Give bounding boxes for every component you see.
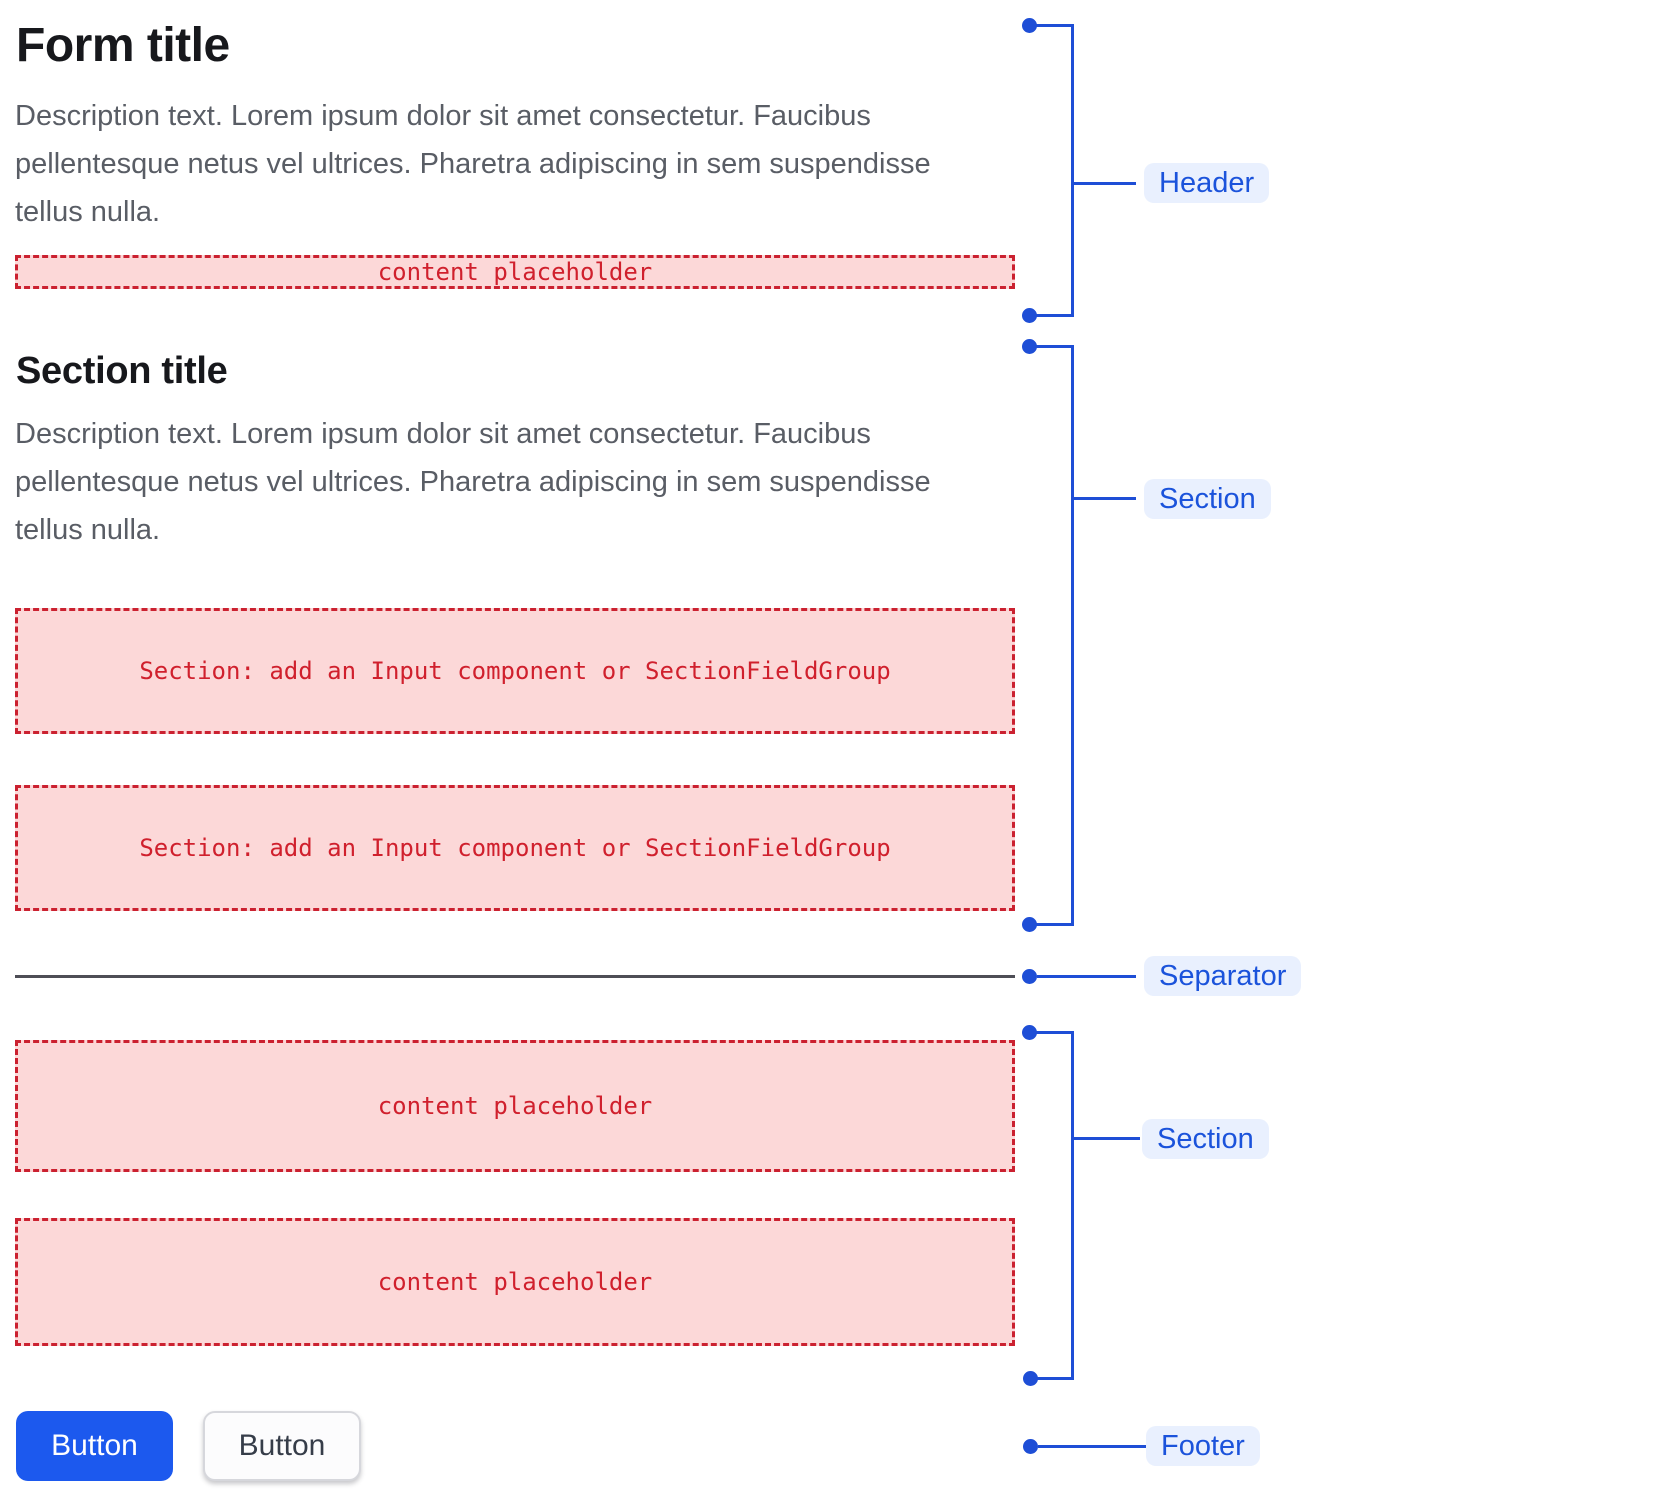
annotation-dot (1022, 917, 1037, 932)
header-annotation-label: Header (1144, 163, 1270, 203)
section2-annotation-label: Section (1142, 1119, 1269, 1159)
secondary-button[interactable]: Button (203, 1411, 361, 1481)
bracket-vertical-line (1071, 24, 1074, 317)
annotation-dot (1022, 969, 1037, 984)
bracket-connector-line (1074, 497, 1136, 500)
header-content-placeholder-slot: content placeholder (15, 255, 1015, 289)
annotation-dot (1022, 339, 1037, 354)
annotation-dot (1023, 1439, 1038, 1454)
bracket-bottom-stub (1036, 314, 1073, 317)
bracket-connector-line (1074, 1137, 1140, 1140)
bracket-vertical-line (1071, 1031, 1074, 1380)
section2-content-slot-2: content placeholder (15, 1218, 1015, 1346)
section-input-slot-2: Section: add an Input component or Secti… (15, 785, 1015, 911)
annotation-dot (1022, 18, 1037, 33)
bracket-vertical-line (1071, 345, 1074, 926)
footer-annotation-label: Footer (1146, 1426, 1260, 1466)
slot-label: Section: add an Input component or Secti… (139, 834, 891, 862)
annotation-dot (1022, 308, 1037, 323)
section1-annotation-label: Section (1144, 479, 1271, 519)
section-description: Description text. Lorem ipsum dolor sit … (15, 418, 931, 546)
separator-line (15, 975, 1015, 978)
slot-label: Section: add an Input component or Secti… (139, 657, 891, 685)
section2-content-slot-1: content placeholder (15, 1040, 1015, 1172)
slot-label: content placeholder (377, 258, 653, 286)
bracket-bottom-stub (1036, 923, 1073, 926)
form-title: Form title (16, 19, 230, 72)
annotation-connector-line (1038, 1445, 1146, 1448)
annotation-dot (1023, 1371, 1038, 1386)
bracket-bottom-stub (1036, 1377, 1073, 1380)
form-description: Description text. Lorem ipsum dolor sit … (15, 100, 931, 228)
bracket-top-stub (1036, 24, 1073, 27)
primary-button[interactable]: Button (16, 1411, 173, 1481)
section-title: Section title (16, 350, 228, 392)
bracket-connector-line (1074, 182, 1136, 185)
bracket-top-stub (1036, 1031, 1073, 1034)
slot-label: content placeholder (377, 1268, 653, 1296)
annotation-connector-line (1037, 975, 1136, 978)
bracket-top-stub (1036, 345, 1073, 348)
separator-annotation-label: Separator (1144, 956, 1302, 996)
annotation-dot (1022, 1025, 1037, 1040)
section-input-slot-1: Section: add an Input component or Secti… (15, 608, 1015, 734)
slot-label: content placeholder (377, 1092, 653, 1120)
